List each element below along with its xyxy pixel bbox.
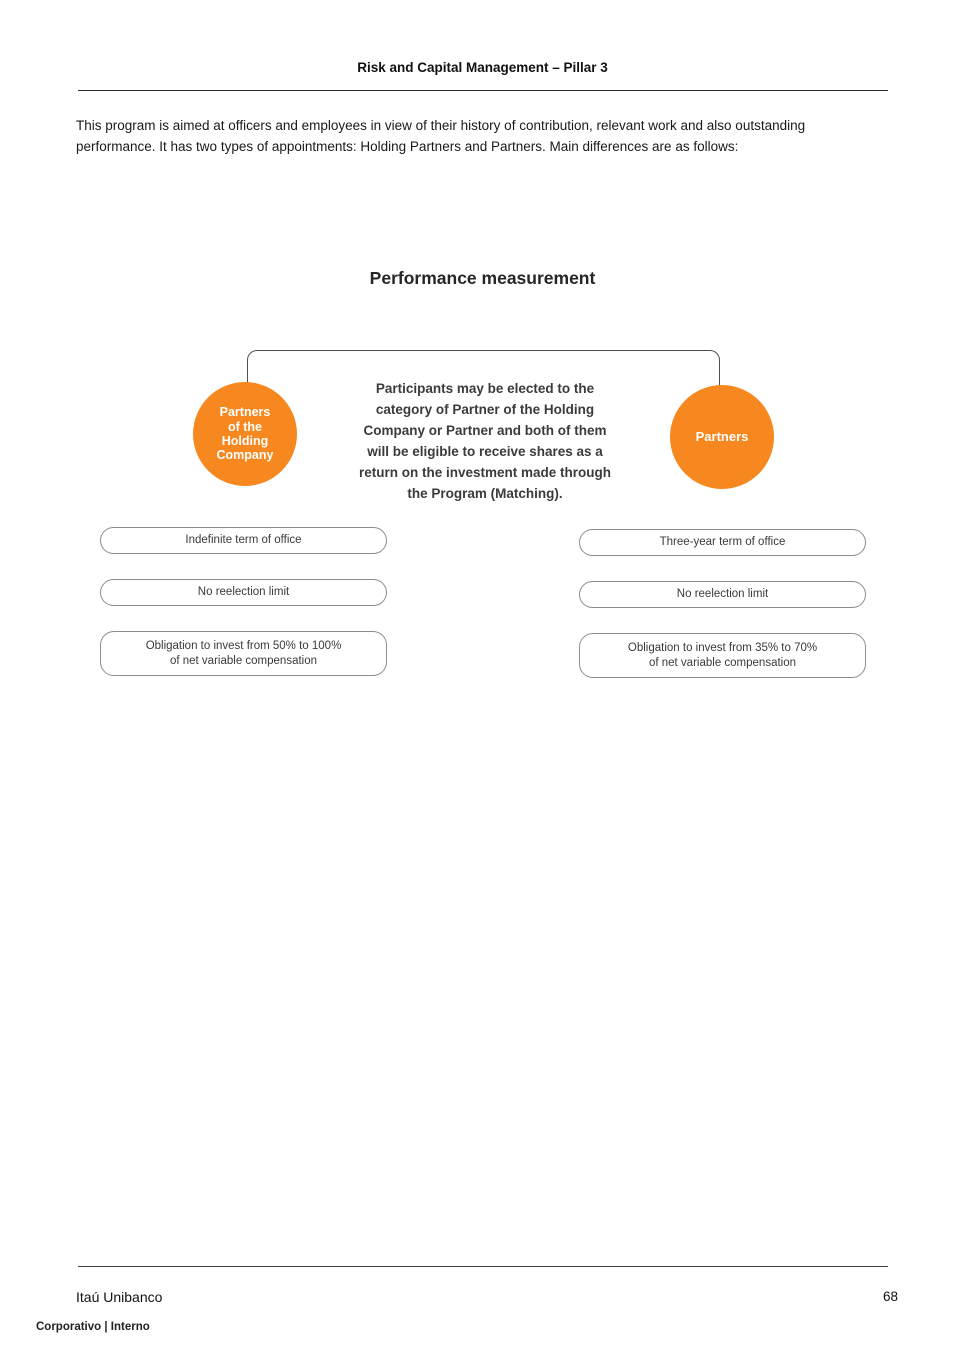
diagram-description: Participants may be elected to the categ… xyxy=(358,381,612,501)
intro-paragraph: This program is aimed at officers and em… xyxy=(76,118,806,154)
footer-company-name: Itaú Unibanco xyxy=(76,1289,163,1305)
partners-investment-pill: Obligation to invest from 35% to 70% of … xyxy=(579,633,866,678)
holding-partners-term-pill: Indefinite term of office xyxy=(100,527,387,554)
connector-bracket xyxy=(247,350,720,398)
partners-reelection-pill: No reelection limit xyxy=(579,581,866,608)
holding-partners-investment-pill: Obligation to invest from 50% to 100% of… xyxy=(100,631,387,676)
holding-partners-circle-label: Partners of the Holding Company xyxy=(216,405,274,463)
footer-page-number: 68 xyxy=(882,1289,898,1304)
partners-term-pill: Three-year term of office xyxy=(579,529,866,556)
header-divider xyxy=(78,90,888,91)
holding-partners-circle: Partners of the Holding Company xyxy=(193,382,297,486)
partners-circle: Partners xyxy=(670,385,774,489)
document-title: Risk and Capital Management – Pillar 3 xyxy=(357,60,608,75)
diagram-title: Performance measurement xyxy=(369,268,596,288)
partners-circle-label: Partners xyxy=(695,428,749,444)
holding-partners-reelection-pill: No reelection limit xyxy=(100,579,387,606)
footer-divider xyxy=(78,1266,888,1267)
footer-classification-label: Corporativo | Interno xyxy=(36,1321,150,1333)
